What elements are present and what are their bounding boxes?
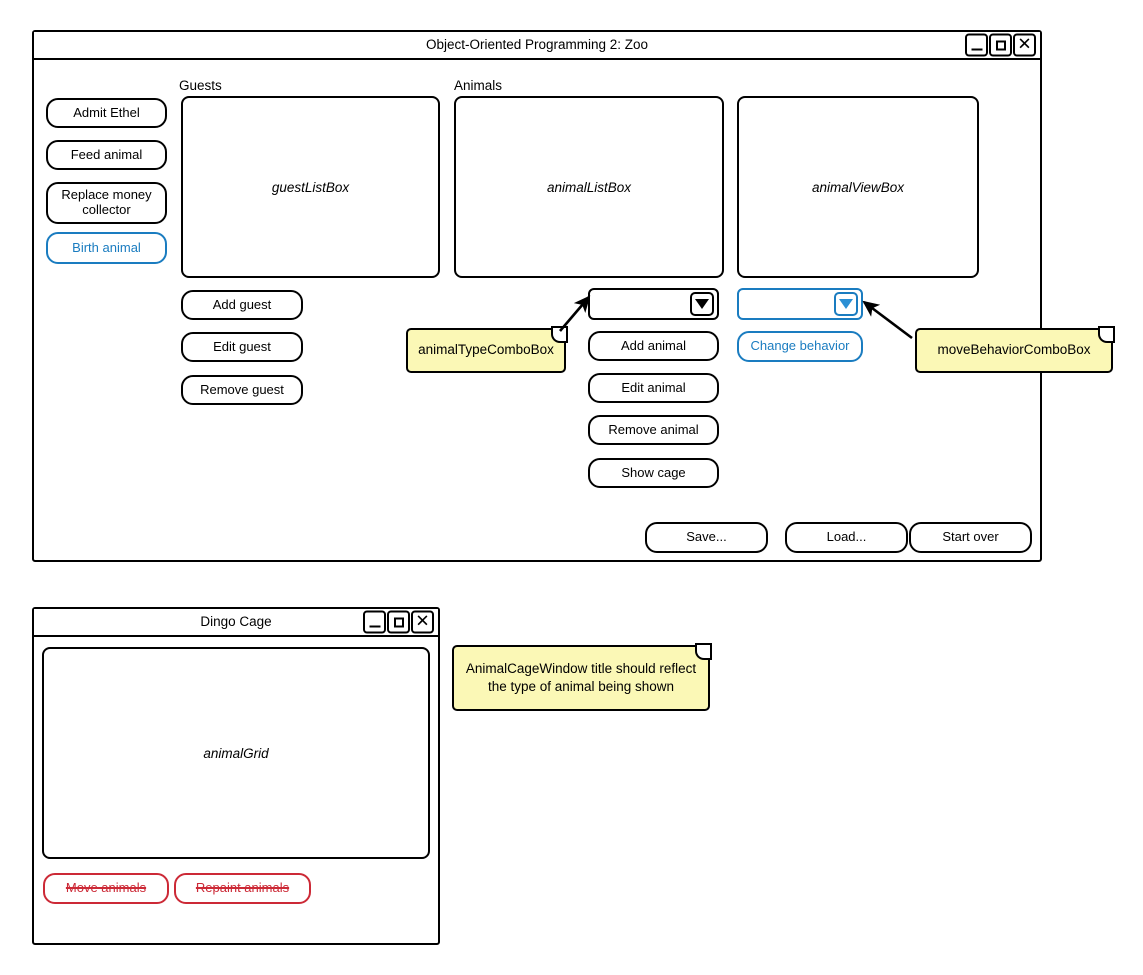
close-icon: ✕ xyxy=(415,611,430,631)
change-behavior-button[interactable]: Change behavior xyxy=(737,331,863,362)
edit-guest-button[interactable]: Edit guest xyxy=(181,332,303,362)
remove-guest-button[interactable]: Remove guest xyxy=(181,375,303,405)
guests-label: Guests xyxy=(179,78,222,93)
main-window: Object-Oriented Programming 2: Zoo ✕ Adm… xyxy=(32,30,1042,562)
animals-label: Animals xyxy=(454,78,503,93)
note-animal-cage-window: AnimalCageWindow title should reflect th… xyxy=(452,643,712,711)
note-move-behavior-combobox: moveBehaviorComboBox xyxy=(915,326,1115,373)
move-behavior-dropdown-button[interactable] xyxy=(834,292,858,316)
maximize-button[interactable] xyxy=(989,33,1012,57)
save-button[interactable]: Save... xyxy=(645,522,768,553)
minimize-icon xyxy=(971,48,982,51)
main-window-title: Object-Oriented Programming 2: Zoo xyxy=(425,37,649,53)
animal-view-box[interactable]: animalViewBox xyxy=(737,96,979,278)
minimize-icon xyxy=(369,625,380,628)
maximize-button[interactable] xyxy=(387,610,410,634)
minimize-button[interactable] xyxy=(965,33,988,57)
main-window-controls: ✕ xyxy=(965,33,1036,57)
note-animal-cage-window-line1: AnimalCageWindow title should reflect xyxy=(465,660,697,676)
animal-grid-label: animalGrid xyxy=(203,745,269,761)
edit-animal-button[interactable]: Edit animal xyxy=(588,373,719,403)
cage-window-controls: ✕ xyxy=(363,610,434,634)
close-button[interactable]: ✕ xyxy=(1013,33,1036,57)
maximize-icon xyxy=(995,40,1006,50)
close-icon: ✕ xyxy=(1017,34,1032,54)
repaint-animals-button[interactable]: Repaint animals xyxy=(174,873,311,904)
replace-money-collector-button[interactable]: Replace money collector xyxy=(46,182,167,224)
show-cage-button[interactable]: Show cage xyxy=(588,458,719,488)
guest-list-box[interactable]: guestListBox xyxy=(181,96,440,278)
minimize-button[interactable] xyxy=(363,610,386,634)
animal-list-box[interactable]: animalListBox xyxy=(454,96,724,278)
note-animal-type-combobox: animalTypeComboBox xyxy=(406,326,568,373)
maximize-icon xyxy=(393,617,404,627)
animal-list-box-label: animalListBox xyxy=(546,179,632,195)
add-guest-button[interactable]: Add guest xyxy=(181,290,303,320)
remove-animal-button[interactable]: Remove animal xyxy=(588,415,719,445)
animal-view-box-label: animalViewBox xyxy=(811,179,905,195)
close-button[interactable]: ✕ xyxy=(411,610,434,634)
note-fold-icon xyxy=(695,643,712,660)
cage-window-titlebar[interactable]: Dingo Cage ✕ xyxy=(34,609,438,637)
chevron-down-icon xyxy=(695,299,709,309)
main-window-titlebar[interactable]: Object-Oriented Programming 2: Zoo ✕ xyxy=(34,32,1040,60)
note-animal-cage-window-line2: the type of animal being shown xyxy=(487,679,675,694)
note-animal-type-combobox-text: animalTypeComboBox xyxy=(418,342,554,358)
note-fold-icon xyxy=(551,326,568,343)
animal-type-dropdown-button[interactable] xyxy=(690,292,714,316)
move-behavior-combobox[interactable] xyxy=(737,288,863,320)
cage-window-title: Dingo Cage xyxy=(200,614,272,630)
start-over-button[interactable]: Start over xyxy=(909,522,1032,553)
animal-grid[interactable]: animalGrid xyxy=(42,647,430,859)
note-move-behavior-combobox-text: moveBehaviorComboBox xyxy=(937,342,1091,358)
chevron-down-icon xyxy=(839,299,853,309)
feed-animal-button[interactable]: Feed animal xyxy=(46,140,167,170)
admit-ethel-button[interactable]: Admit Ethel xyxy=(46,98,167,128)
animal-cage-window: Dingo Cage ✕ animalGrid Move animals Rep… xyxy=(32,607,440,945)
add-animal-button[interactable]: Add animal xyxy=(588,331,719,361)
guest-list-box-label: guestListBox xyxy=(271,179,350,195)
animal-type-combobox[interactable] xyxy=(588,288,719,320)
load-button[interactable]: Load... xyxy=(785,522,908,553)
move-animals-button[interactable]: Move animals xyxy=(43,873,169,904)
birth-animal-button[interactable]: Birth animal xyxy=(46,232,167,264)
note-fold-icon xyxy=(1098,326,1115,343)
